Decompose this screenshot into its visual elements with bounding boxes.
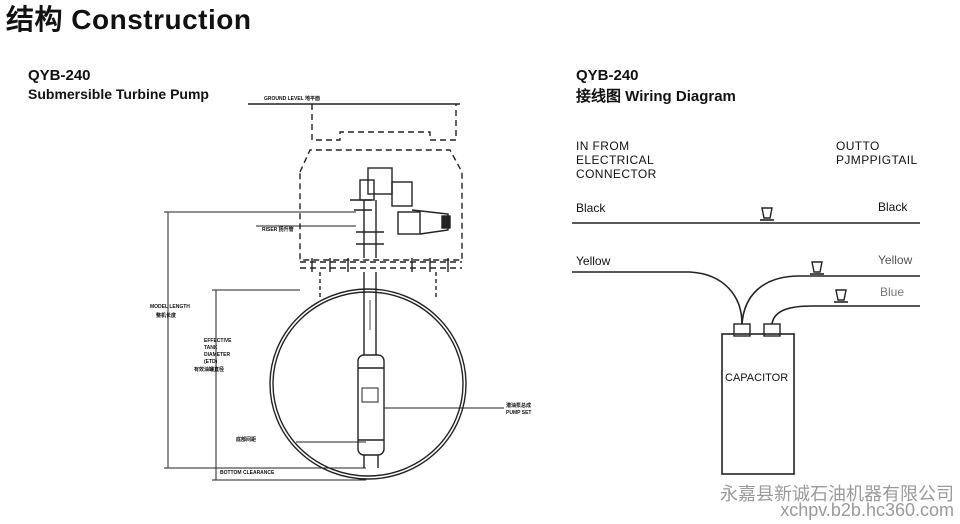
yellow-wire-connector — [811, 261, 823, 273]
capacitor-label: CAPACITOR — [725, 372, 789, 384]
riser-label: RISER 扬升管 — [262, 227, 294, 233]
capacitor-terminal-left — [733, 323, 751, 337]
capacitor-terminal-right — [763, 323, 781, 337]
tank-label: TANK — [204, 345, 218, 351]
wiring-model-label: QYB-240 — [576, 67, 639, 84]
bottom-cn-label: 底部间距 — [236, 437, 257, 443]
manhole-chamber — [299, 149, 463, 261]
page-title: 结构 Construction — [6, 4, 252, 35]
right-black-label: Black — [878, 200, 908, 214]
watermark-url: xchpv.b2b.hc360.com — [780, 500, 954, 520]
pump-head — [367, 167, 393, 195]
right-blue-label: Blue — [880, 285, 905, 299]
in-from-caption: IN FROM ELECTRICAL CONNECTOR — [576, 139, 657, 181]
left-black-label: Black — [576, 201, 606, 215]
tank-outline — [269, 288, 467, 480]
pump-set — [357, 354, 385, 456]
ground-level-label: GROUND LEVEL 地平面 — [264, 96, 321, 102]
bottom-clearance-label: BOTTOM CLEARANCE — [220, 470, 275, 476]
wiring-subtitle: 接线图 Wiring Diagram — [576, 88, 736, 105]
etd-cn-label: 有效油罐直径 — [194, 367, 225, 373]
capacitor-body — [721, 333, 795, 475]
blue-wire-connector — [835, 289, 847, 301]
diameter-label: DIAMETER — [204, 352, 231, 358]
pump-model-label: QYB-240 — [28, 67, 91, 84]
left-yellow-label: Yellow — [576, 254, 611, 268]
pump-unit-cn-label: 潜油泵总成 — [506, 403, 532, 409]
pump-subtitle: Submersible Turbine Pump — [28, 86, 209, 102]
right-yellow-label: Yellow — [878, 253, 913, 267]
model-length-cn-label: 整机长度 — [156, 313, 177, 319]
etd-label: (ETD) — [204, 359, 218, 365]
blue-wire-out — [771, 305, 920, 325]
watermark-company: 永嘉县新诚石油机器有限公司 — [720, 484, 954, 504]
manhole-lid — [311, 104, 457, 141]
effective-label: EFFECTIVE — [204, 338, 232, 344]
model-length-label: MODEL LENGTH — [150, 304, 190, 310]
out-to-caption: OUTTO PJMPPIGTAIL — [836, 139, 918, 167]
yellow-wire-in — [572, 271, 743, 325]
black-wire-connector — [761, 207, 773, 219]
yellow-wire-out — [741, 275, 920, 325]
pump-set-label: PUMP SET — [506, 410, 532, 416]
